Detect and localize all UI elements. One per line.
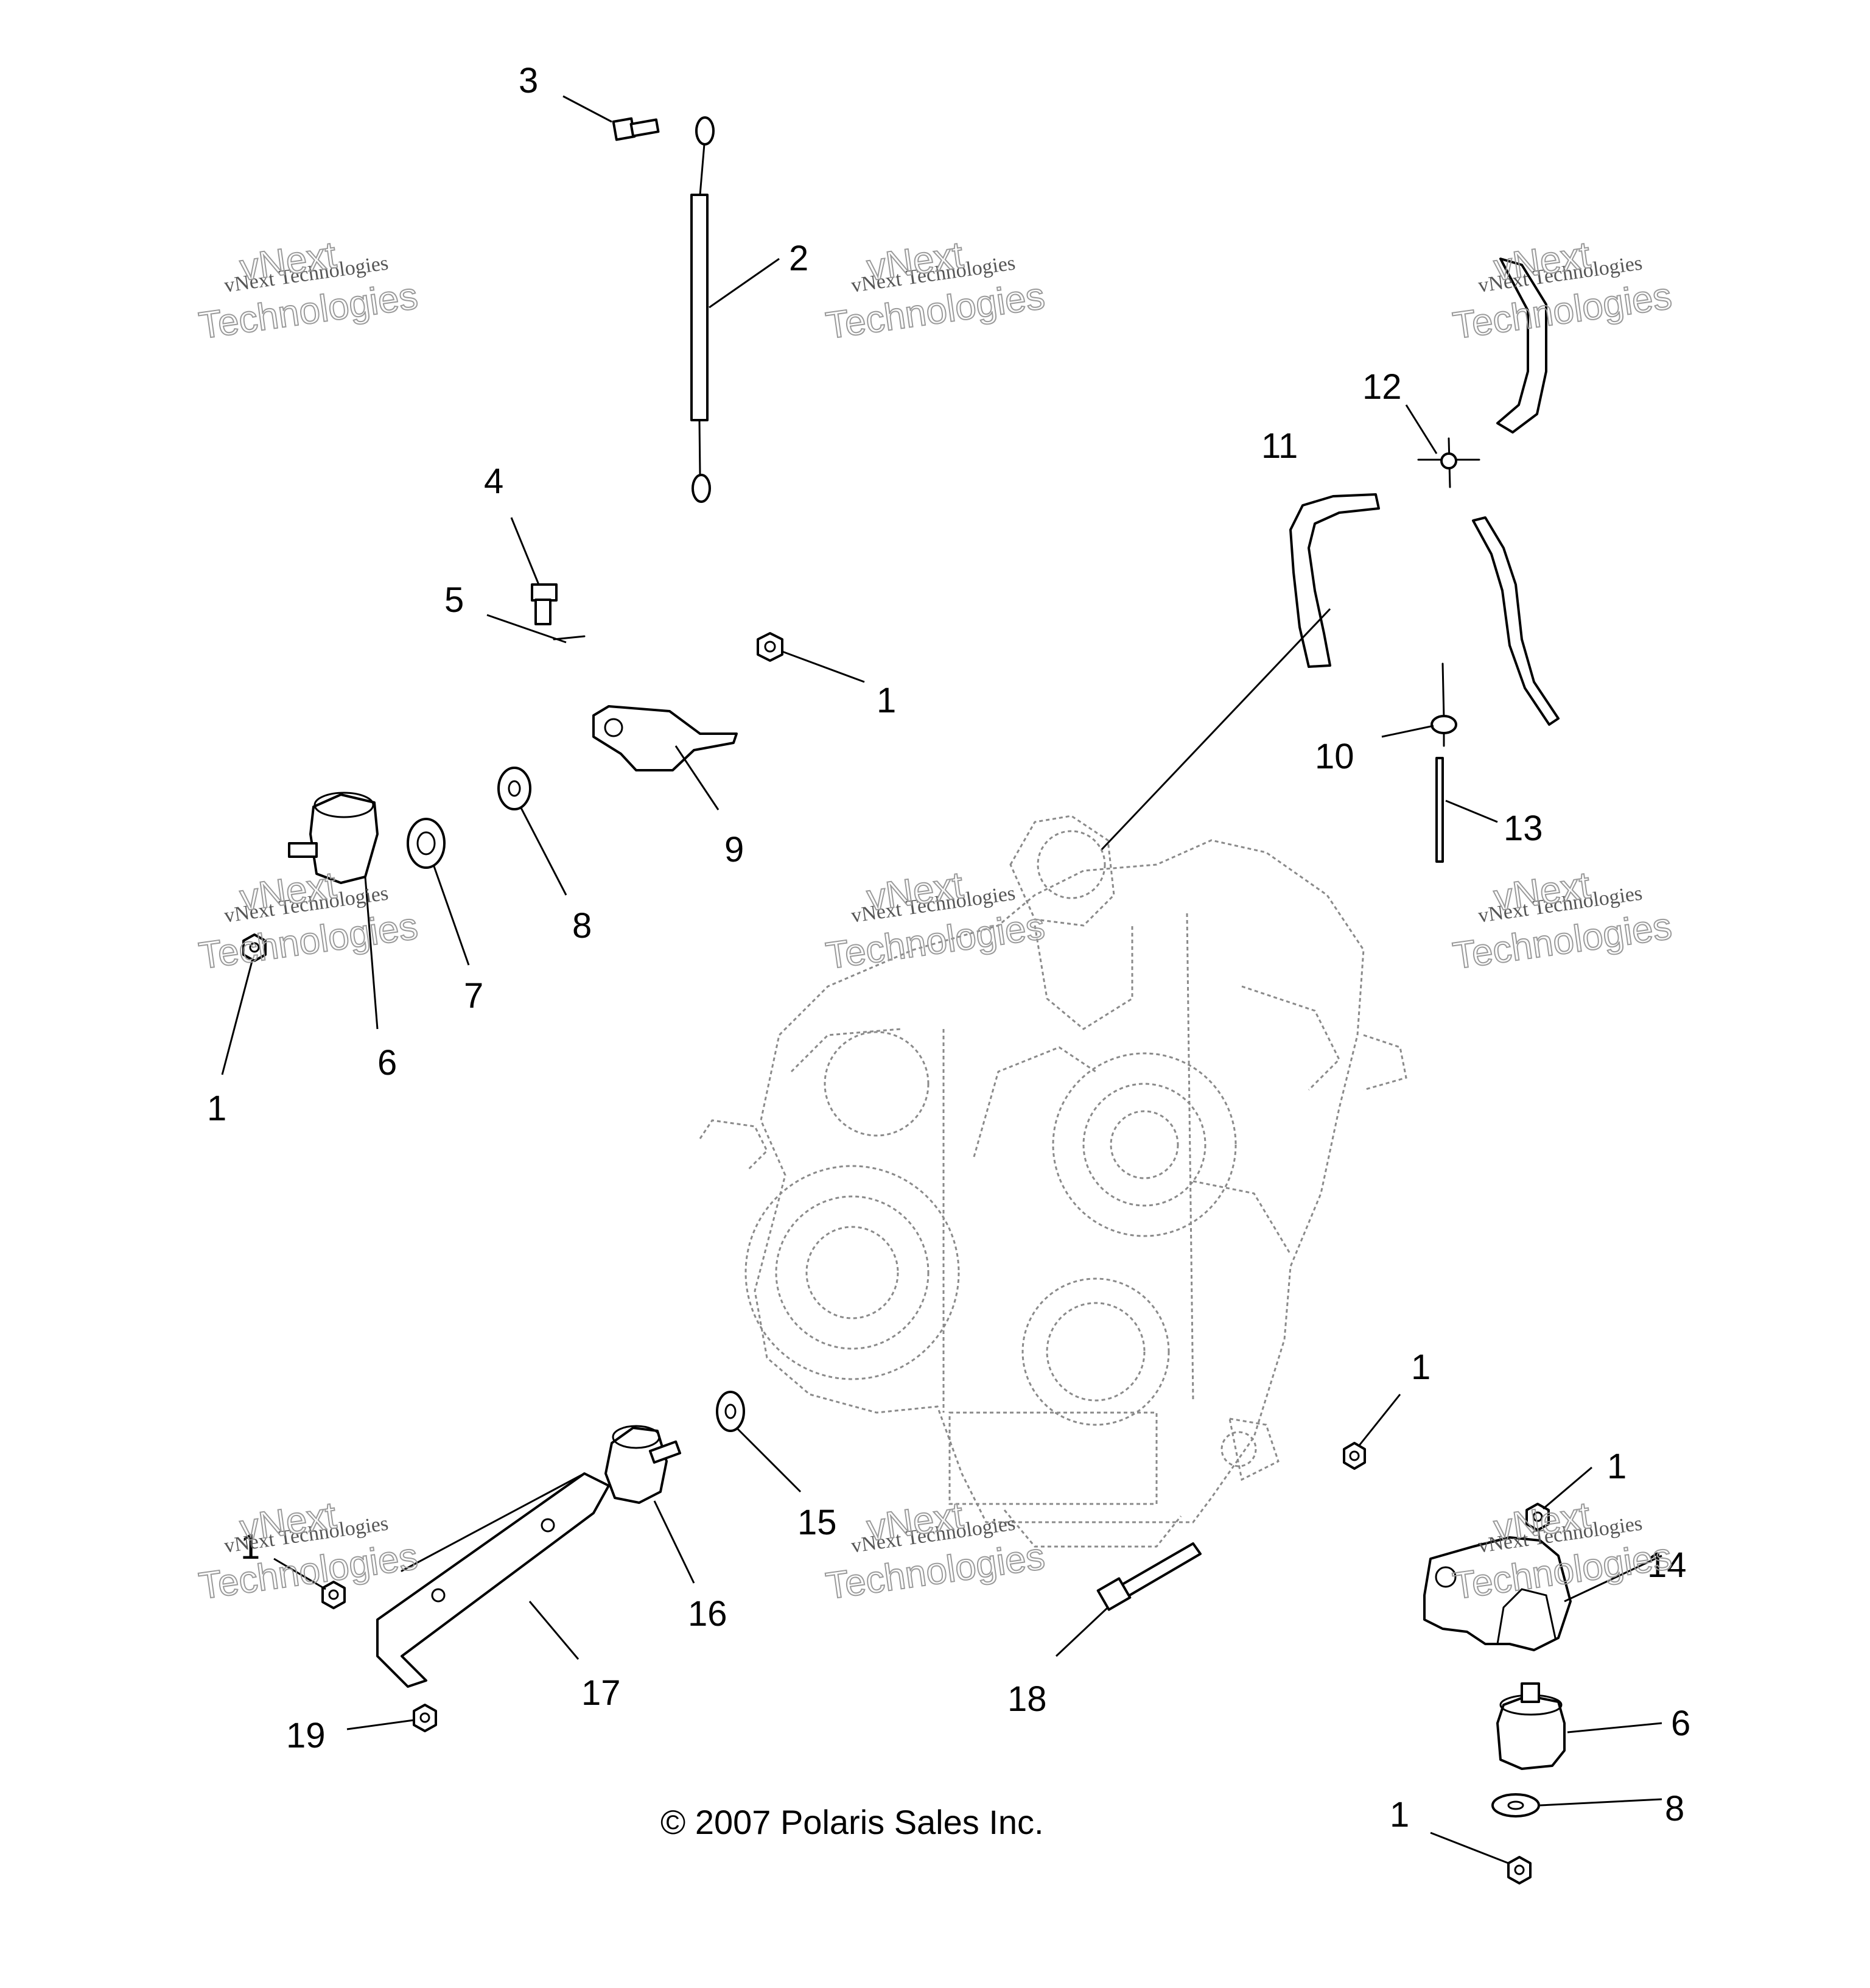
watermark: vNext Technologies vNext Technologies xyxy=(196,863,421,978)
watermark: vNext Technologies vNext Technologies xyxy=(1450,233,1675,348)
callout-9: 9 xyxy=(724,830,744,869)
callout-1: 1 xyxy=(207,1089,226,1128)
callout-1: 1 xyxy=(1390,1795,1409,1835)
part-1-nut-left xyxy=(242,933,267,962)
part-10-fitting xyxy=(1431,662,1457,747)
part-vent-hose-upper xyxy=(1496,258,1547,434)
part-16-mount xyxy=(604,1425,682,1504)
part-11-hose xyxy=(1289,493,1380,668)
part-8-washer-lower xyxy=(1491,1793,1540,1818)
callout-4: 4 xyxy=(484,462,503,501)
part-1-nut xyxy=(757,632,783,662)
callout-1: 1 xyxy=(877,681,896,720)
watermark: vNext Technologies vNext Technologies xyxy=(196,1494,421,1608)
part-6-mount-lower xyxy=(1496,1682,1566,1770)
watermark: vNext Technologies vNext Technologies xyxy=(823,233,1048,348)
part-17-bracket-plate xyxy=(376,1472,610,1688)
part-vent-hose-lower xyxy=(1472,516,1560,726)
callout-16: 16 xyxy=(688,1594,727,1634)
callout-14: 14 xyxy=(1647,1545,1687,1585)
watermark: vNext Technologies vNext Technologies xyxy=(823,1494,1048,1608)
callout-11: 11 xyxy=(1261,426,1298,466)
callout-18: 18 xyxy=(1007,1679,1047,1719)
watermark: vNext Technologies vNext Technologies xyxy=(1450,1494,1675,1608)
watermark: vNext Technologies vNext Technologies xyxy=(1450,863,1675,978)
watermark: vNext Technologies vNext Technologies xyxy=(196,233,421,348)
callout-1: 1 xyxy=(1411,1347,1431,1387)
part-3-bolt xyxy=(612,117,660,141)
callout-3: 3 xyxy=(519,61,538,100)
part-19-nut xyxy=(413,1704,437,1732)
callout-13: 13 xyxy=(1504,809,1543,848)
part-9-bracket xyxy=(592,705,738,771)
copyright-text: © 2007 Polaris Sales Inc. xyxy=(660,1803,1044,1841)
part-14-bracket xyxy=(1423,1536,1572,1651)
part-4-bolt xyxy=(531,583,558,625)
callout-17: 17 xyxy=(581,1673,621,1713)
watermark: vNext Technologies vNext Technologies xyxy=(823,863,1048,978)
callout-6: 6 xyxy=(1671,1704,1690,1743)
callout-19: 19 xyxy=(286,1716,326,1755)
callout-12: 12 xyxy=(1362,367,1402,407)
callout-15: 15 xyxy=(797,1503,837,1542)
callout-7: 7 xyxy=(464,976,483,1016)
part-1-nut-bottom xyxy=(1507,1856,1532,1884)
engine-assembly xyxy=(699,815,1407,1548)
part-1-nut-bottom-left xyxy=(321,1581,346,1609)
callout-1: 1 xyxy=(1607,1447,1627,1486)
callout-8: 8 xyxy=(1665,1789,1684,1828)
callout-5: 5 xyxy=(444,580,464,620)
part-18-bolt xyxy=(1096,1542,1202,1611)
part-15-washer xyxy=(716,1391,745,1432)
part-1-nut-right xyxy=(1343,1442,1366,1470)
callout-labels: 3 2 4 5 1 9 8 7 6 1 11 12 10 13 1 1 14 6… xyxy=(207,61,1690,1835)
part-7-bushing xyxy=(407,818,446,869)
part-12-tee-fitting xyxy=(1417,437,1480,488)
watermarks: vNext Technologies vNext Technologies vN… xyxy=(196,233,1675,1608)
callout-6: 6 xyxy=(377,1043,397,1083)
callout-1: 1 xyxy=(240,1527,260,1567)
part-8-washer xyxy=(497,767,531,810)
part-13-tube xyxy=(1435,757,1444,863)
part-1-nut-right-2 xyxy=(1525,1503,1550,1531)
callout-10: 10 xyxy=(1315,737,1354,776)
callout-2: 2 xyxy=(789,239,808,278)
callout-8: 8 xyxy=(572,906,592,946)
part-6-mount xyxy=(288,792,379,884)
leader-lines xyxy=(221,95,1662,1864)
part-2-ground-cable xyxy=(690,116,715,503)
part-5-pin xyxy=(553,635,586,641)
